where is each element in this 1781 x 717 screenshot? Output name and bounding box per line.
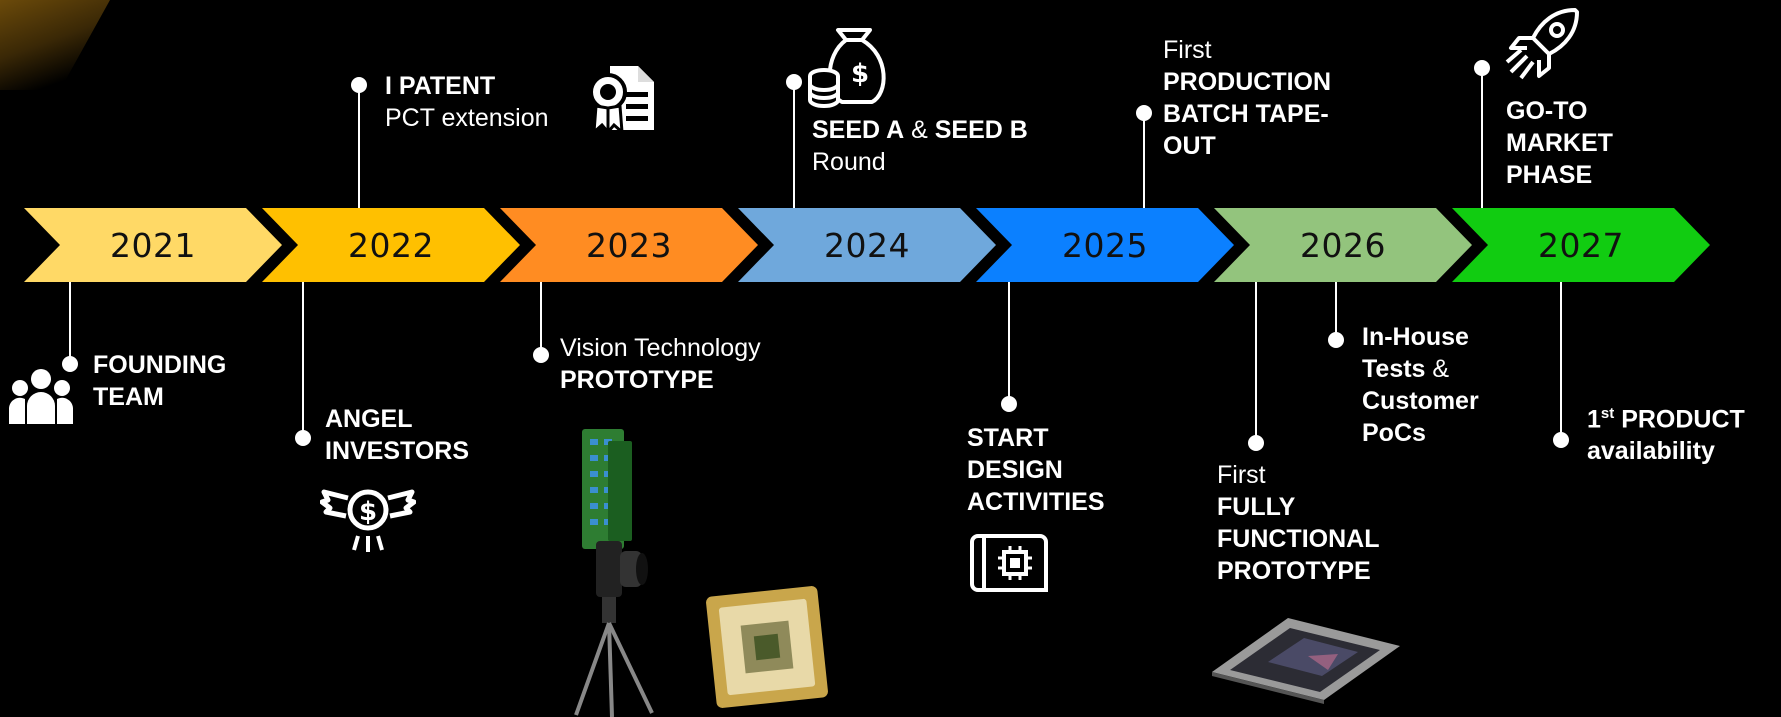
vision-sub: Vision Technology	[560, 334, 761, 362]
connector-dot	[1248, 435, 1264, 451]
year-label: 2022	[348, 225, 434, 265]
inhouse-line2a: Tests	[1362, 355, 1426, 383]
gtm-line3: PHASE	[1506, 161, 1593, 189]
year-arrow-2024: 2024	[738, 208, 996, 282]
team-icon	[9, 369, 73, 424]
chip-blueprint-icon	[970, 534, 1048, 592]
functional-line1: FULLY	[1217, 493, 1296, 521]
production-sub: First	[1163, 36, 1212, 64]
product-line2: availability	[1587, 437, 1715, 466]
inhouse-line3: Customer	[1362, 387, 1479, 415]
connector-line	[540, 282, 542, 354]
gtm-line2: MARKET	[1506, 129, 1613, 157]
year-label: 2025	[1062, 225, 1148, 265]
angel-line2: INVESTORS	[325, 437, 470, 465]
milestone-vision: Vision Technology PROTOTYPE	[560, 332, 761, 396]
year-arrow-2021: 2021	[24, 208, 282, 282]
connector-dot	[1001, 396, 1017, 412]
inhouse-amp: &	[1432, 355, 1450, 383]
founding-line2: TEAM	[93, 383, 164, 411]
year-arrow-2025: 2025	[976, 208, 1234, 282]
patent-title: I PATENT	[385, 72, 496, 100]
design-line3: ACTIVITIES	[967, 488, 1105, 516]
year-label: 2021	[110, 225, 196, 265]
sensor-chip-image	[1212, 618, 1400, 704]
year-label: 2026	[1300, 225, 1386, 265]
chip-image	[706, 586, 828, 708]
milestone-inhouse: In-House Tests & Customer PoCs	[1362, 321, 1479, 449]
year-arrow-2027: 2027	[1452, 208, 1710, 282]
functional-line2: FUNCTIONAL	[1217, 525, 1380, 553]
connector-line	[793, 82, 795, 208]
inhouse-line1: In-House	[1362, 323, 1469, 351]
connector-line	[1560, 282, 1562, 442]
milestone-functional: First FULLY FUNCTIONAL PROTOTYPE	[1217, 459, 1379, 587]
winged-dollar-icon: $	[320, 489, 416, 552]
svg-text:$: $	[851, 59, 869, 89]
certificate-icon	[589, 66, 654, 134]
product-sup: st	[1600, 405, 1615, 422]
design-line1: START	[967, 424, 1049, 452]
design-line2: DESIGN	[967, 456, 1063, 484]
camera-tripod-image	[574, 429, 654, 717]
founding-line1: FOUNDING	[93, 351, 227, 379]
functional-line3: PROTOTYPE	[1217, 557, 1371, 585]
connector-line	[358, 85, 360, 208]
milestone-product: 1st PRODUCT availability	[1587, 398, 1745, 467]
year-label: 2023	[586, 225, 672, 265]
angel-line1: ANGEL	[325, 405, 413, 433]
inhouse-line4: PoCs	[1362, 419, 1426, 447]
corner-accent	[0, 0, 110, 90]
svg-text:$: $	[359, 497, 377, 527]
patent-sub: PCT extension	[385, 104, 549, 132]
milestone-patent: I PATENT PCT extension	[385, 70, 549, 134]
connector-line	[1008, 282, 1010, 402]
connector-line	[1335, 282, 1337, 338]
production-line3: OUT	[1163, 132, 1216, 160]
connector-dot	[533, 347, 549, 363]
connector-line	[69, 282, 71, 364]
milestone-design: START DESIGN ACTIVITIES	[967, 422, 1105, 518]
product-num: 1	[1587, 405, 1601, 434]
milestone-production: First PRODUCTION BATCH TAPE- OUT	[1163, 34, 1331, 162]
year-arrow-2026: 2026	[1214, 208, 1472, 282]
seed-a: SEED A	[812, 116, 905, 144]
seed-b: SEED B	[934, 116, 1028, 144]
year-arrow-2022: 2022	[262, 208, 520, 282]
milestone-seed: SEED A & SEED B Round	[812, 114, 1028, 178]
milestone-founding: FOUNDING TEAM	[93, 349, 226, 413]
money-bag-icon: $	[808, 28, 886, 108]
connector-dot	[1328, 332, 1344, 348]
product-rest: PRODUCT	[1621, 405, 1745, 434]
connector-dot	[295, 430, 311, 446]
connector-dot	[62, 356, 78, 372]
rocket-icon	[1505, 8, 1579, 80]
year-arrow-2023: 2023	[500, 208, 758, 282]
production-line1: PRODUCTION	[1163, 68, 1332, 96]
seed-sub: Round	[812, 148, 886, 176]
milestone-angel: ANGEL INVESTORS	[325, 403, 469, 467]
vision-title: PROTOTYPE	[560, 366, 714, 394]
gtm-line1: GO-TO	[1506, 97, 1588, 125]
year-label: 2024	[824, 225, 910, 265]
year-label: 2027	[1538, 225, 1624, 265]
production-line2: BATCH TAPE-	[1163, 100, 1329, 128]
seed-amp: &	[911, 116, 928, 144]
connector-line	[302, 282, 304, 432]
milestone-gtm: GO-TO MARKET PHASE	[1506, 95, 1613, 191]
connector-line	[1481, 68, 1483, 208]
connector-line	[1255, 282, 1257, 442]
functional-sub: First	[1217, 461, 1266, 489]
connector-dot	[1553, 432, 1569, 448]
connector-line	[1143, 113, 1145, 208]
